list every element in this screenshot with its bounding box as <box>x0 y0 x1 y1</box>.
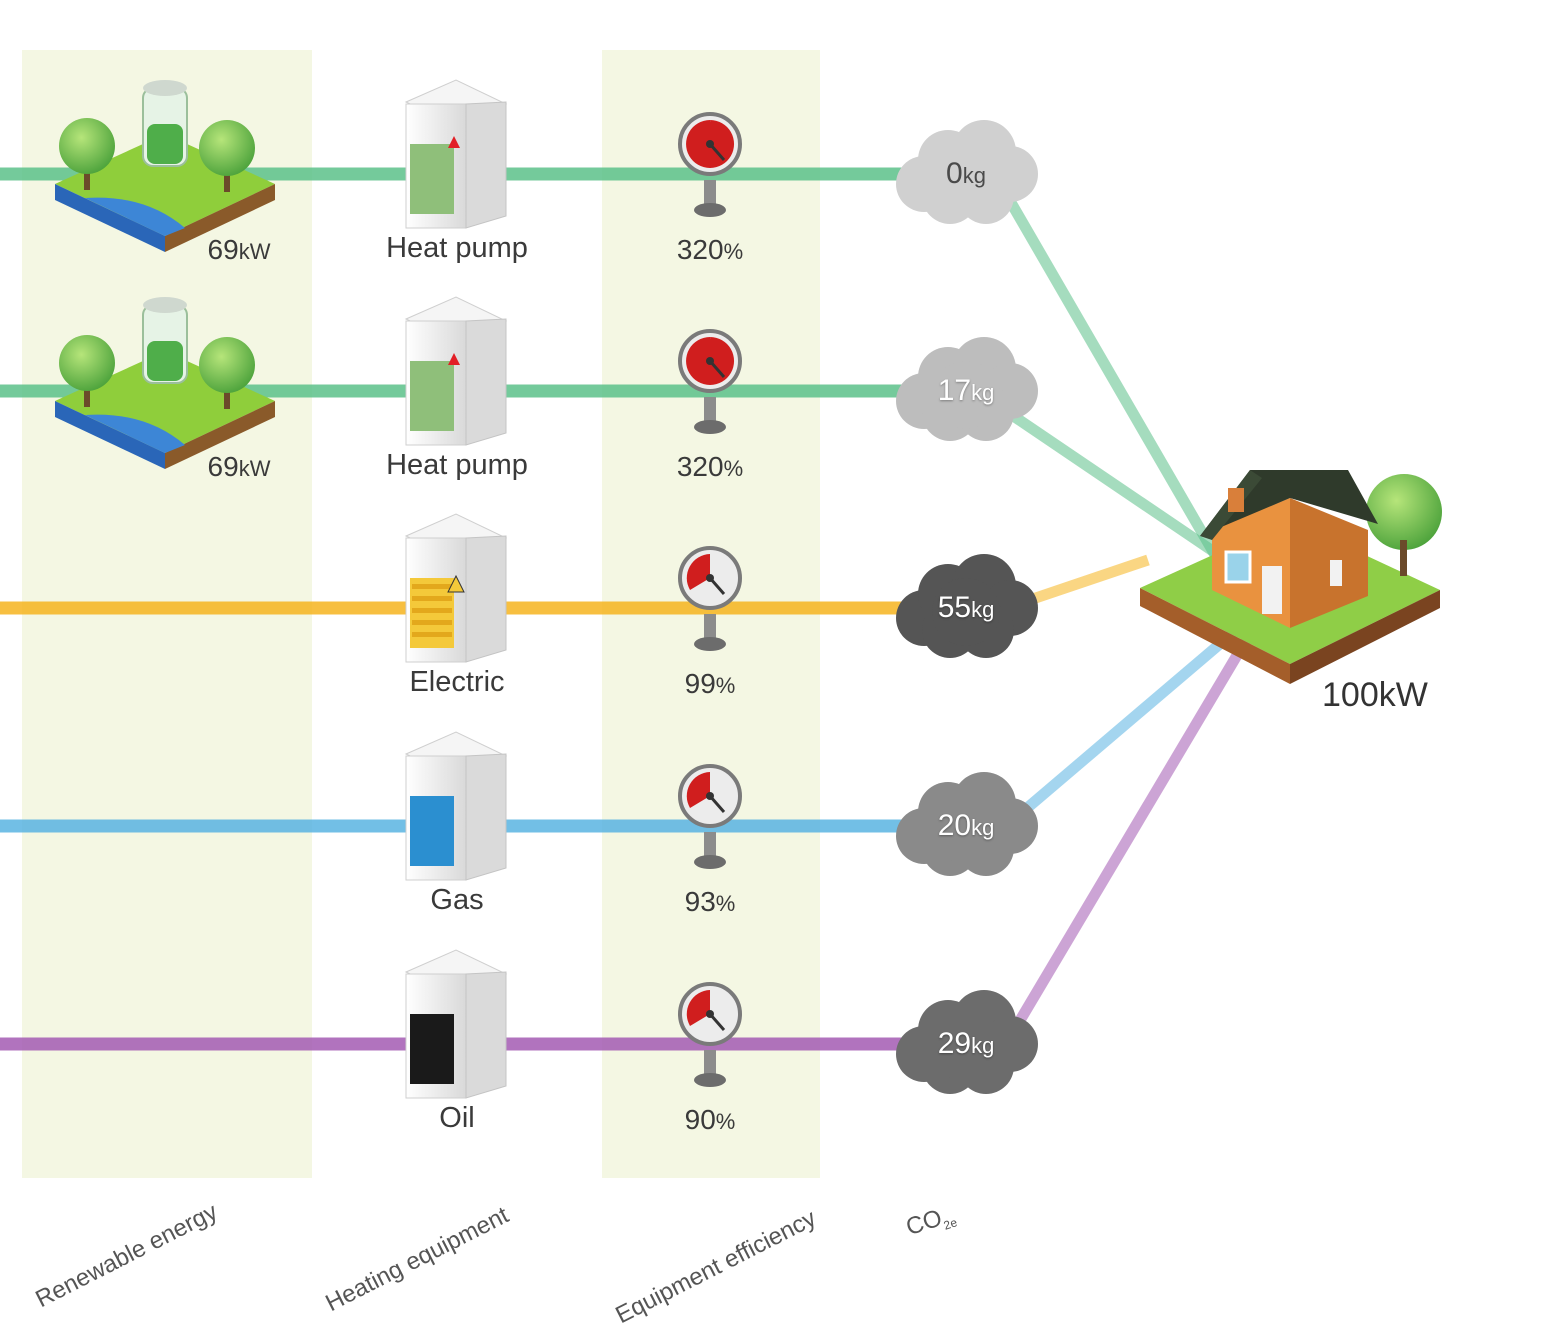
house-connectors <box>1001 191 1263 1047</box>
co2-unit: kg <box>962 163 986 188</box>
renewable-value: 69 <box>207 234 239 265</box>
oil-efficiency-gauge-icon <box>678 982 742 1087</box>
electric-co2-label: 55kg <box>938 591 995 625</box>
renewable-unit: kW <box>238 456 271 481</box>
heat-pump-2-equipment-icon <box>404 296 508 446</box>
heat-pump-1-equipment-label: Heat pump <box>386 232 528 265</box>
heat-pump-1-co2-label: 0kg <box>946 157 986 191</box>
heat-pump-2-renewable-label: 69kW <box>208 451 271 483</box>
efficiency-unit: % <box>723 239 744 264</box>
oil-efficiency-label: 90% <box>685 1104 736 1136</box>
renewable-source-icon <box>55 297 275 469</box>
gas-co2-cloud-icon <box>896 772 1038 876</box>
renewable-source-icon <box>55 80 275 252</box>
co2-value: 55 <box>937 591 972 624</box>
heat-pump-2-co2-cloud-icon <box>896 337 1038 441</box>
gas-equipment-label: Gas <box>430 884 483 917</box>
electric-efficiency-label: 99% <box>685 668 736 700</box>
gas-co2-label: 20kg <box>938 809 995 843</box>
electric-co2-cloud-icon <box>896 554 1038 658</box>
efficiency-unit: % <box>715 891 736 916</box>
heat-pump-2-efficiency-label: 320% <box>677 451 743 483</box>
heat-pump-1-efficiency-gauge-icon <box>678 112 742 217</box>
oil-co2-label: 29kg <box>938 1027 995 1061</box>
equipment-name: Heat pump <box>386 232 528 264</box>
co2-value: 0 <box>946 157 963 190</box>
equipment-name: Oil <box>439 1102 475 1134</box>
heat-pump-1-equipment-icon <box>404 79 508 229</box>
electric-equipment-icon <box>404 513 508 663</box>
co2-value: 20 <box>937 809 972 842</box>
heat-pump-1-efficiency-label: 320% <box>677 234 743 266</box>
oil-equipment-label: Oil <box>439 1102 474 1135</box>
heat-pump-1-renewable-label: 69kW <box>208 234 271 266</box>
house-power-label: 100kW <box>1322 676 1428 714</box>
oil-co2-cloud-icon <box>896 990 1038 1094</box>
gas-equipment-icon <box>404 731 508 881</box>
efficiency-value: 320 <box>676 234 724 265</box>
equipment-name: Heat pump <box>386 449 528 481</box>
co2-value: 29 <box>937 1027 972 1060</box>
co2-unit: kg <box>971 1033 995 1058</box>
house-icon <box>1140 470 1442 684</box>
heat-pump-2-co2-label: 17kg <box>938 374 995 408</box>
heat-pump-1-house-connector <box>1001 191 1223 563</box>
oil-equipment-icon <box>404 949 508 1099</box>
heat-pump-1-co2-cloud-icon <box>896 120 1038 224</box>
heat-pump-2-efficiency-gauge-icon <box>678 329 742 434</box>
co2-unit: kg <box>971 815 995 840</box>
gas-efficiency-gauge-icon <box>678 764 742 869</box>
heat-pump-2-equipment-label: Heat pump <box>386 449 528 482</box>
renewable-unit: kW <box>238 239 271 264</box>
heat-pump-2-house-connector <box>1002 406 1230 565</box>
efficiency-unit: % <box>715 1109 736 1134</box>
efficiency-value: 99 <box>684 668 716 699</box>
gas-efficiency-label: 93% <box>685 886 736 918</box>
oil-house-connector <box>1001 617 1263 1047</box>
renewable-value: 69 <box>207 451 239 482</box>
efficiency-value: 93 <box>684 886 716 917</box>
co2-unit: kg <box>971 380 995 405</box>
electric-efficiency-gauge-icon <box>678 546 742 651</box>
electric-equipment-label: Electric <box>409 666 504 699</box>
efficiency-unit: % <box>723 456 744 481</box>
gas-house-connector <box>1002 615 1252 831</box>
efficiency-value: 320 <box>676 451 724 482</box>
co2-value: 17 <box>937 374 972 407</box>
equipment-name: Electric <box>409 666 505 698</box>
equipment-name: Gas <box>430 884 484 916</box>
efficiency-value: 90 <box>684 1104 716 1135</box>
efficiency-unit: % <box>715 673 736 698</box>
co2-unit: kg <box>971 597 995 622</box>
